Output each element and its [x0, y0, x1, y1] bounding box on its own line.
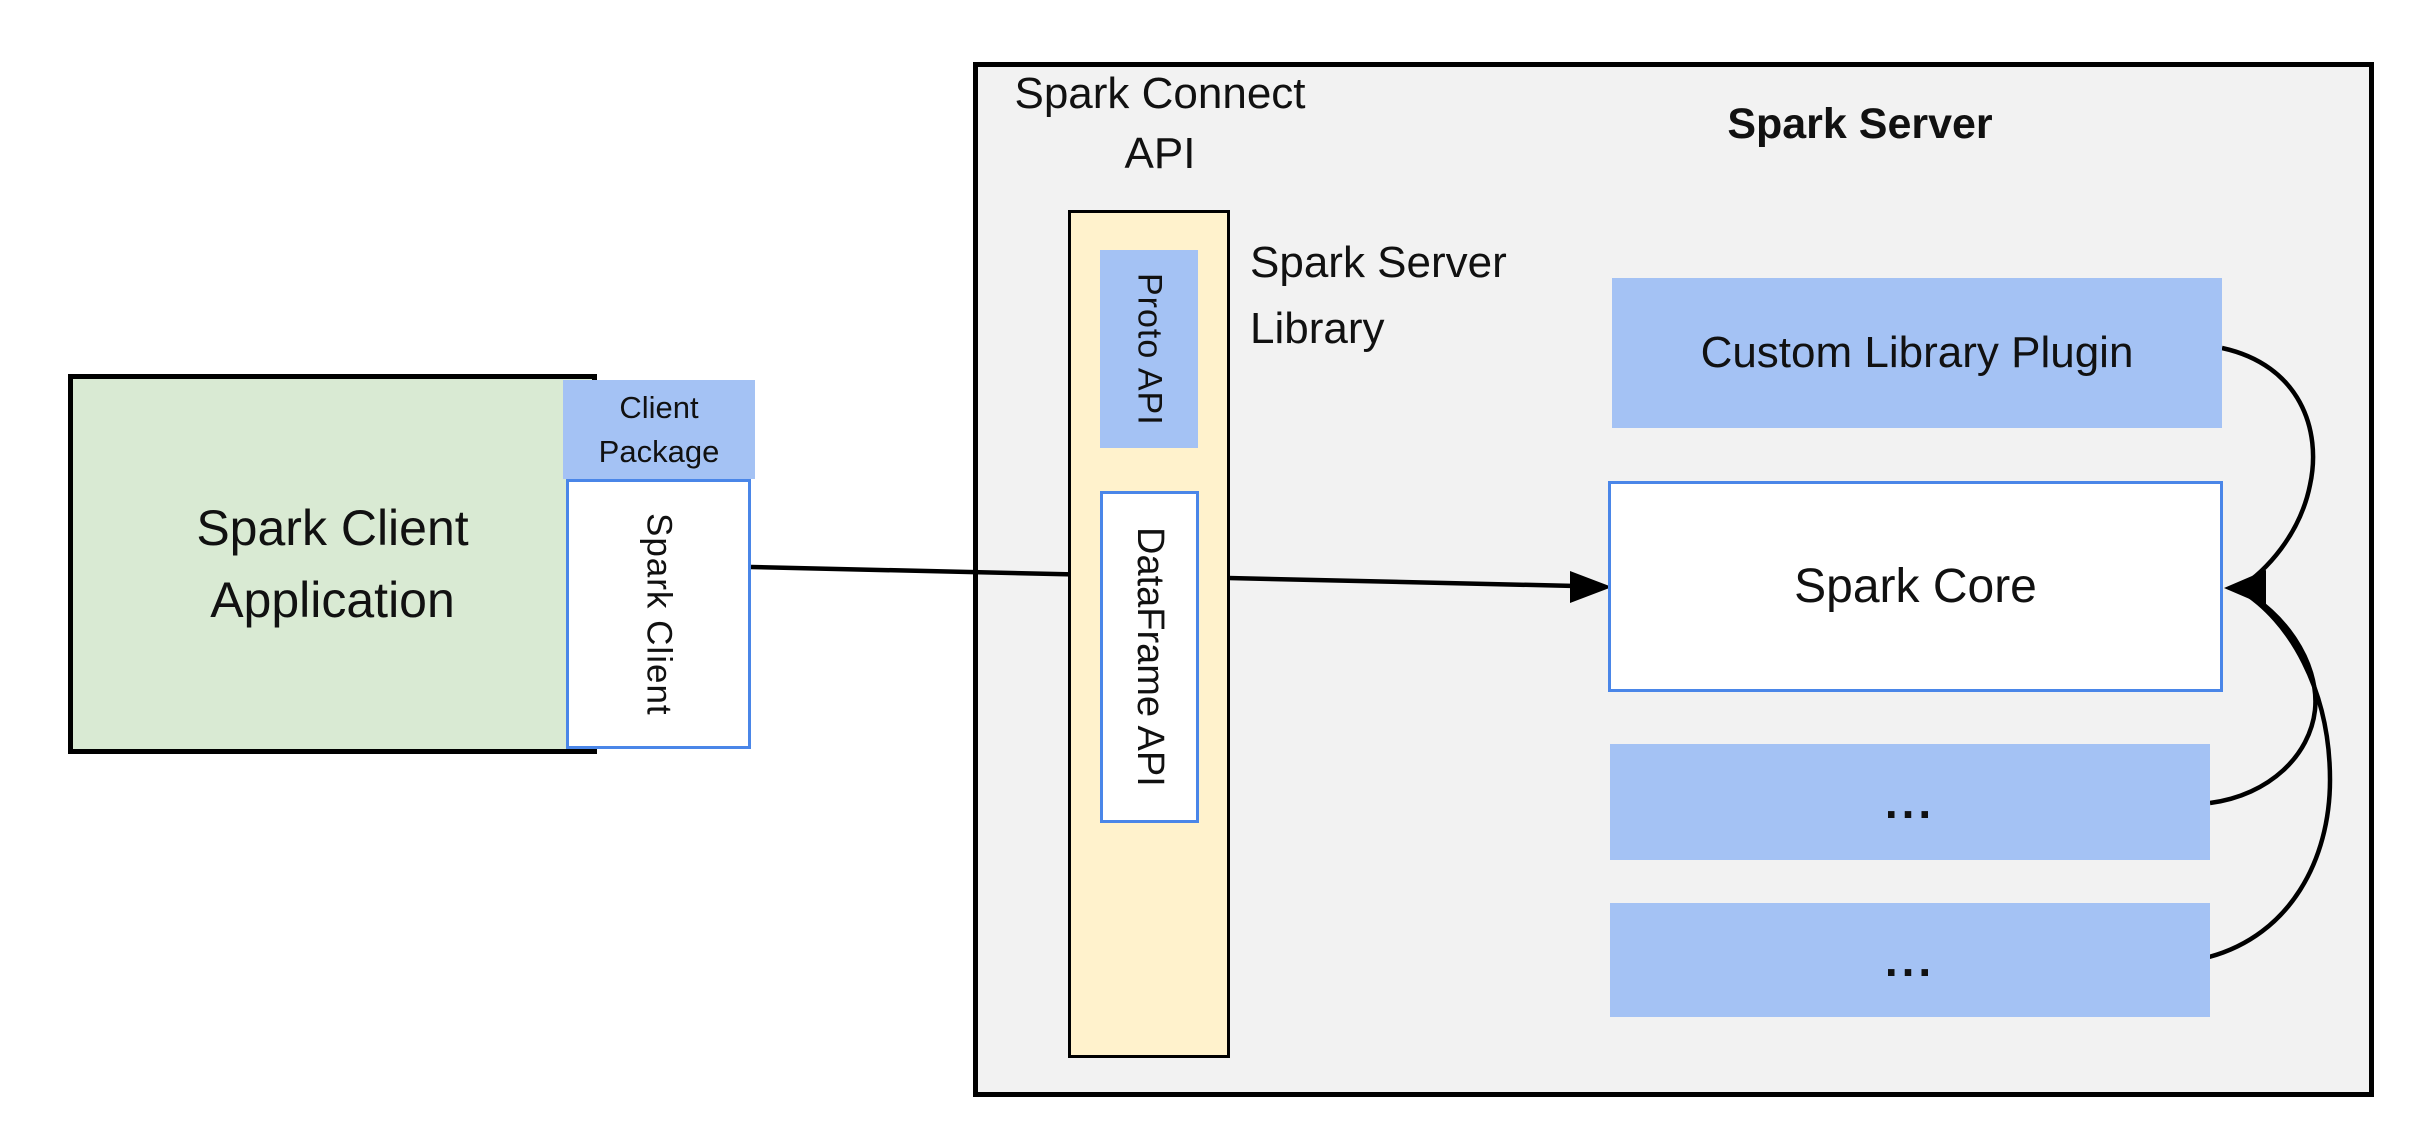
- spark-server-library-label: Spark Server Library: [1250, 238, 1507, 353]
- plugin-to-core-arrow: [2221, 345, 2316, 588]
- spark-server-title: Spark Server: [1727, 100, 1993, 148]
- module1-to-core-arrow: [2209, 589, 2318, 806]
- server-module-placeholder-2: ...: [1610, 903, 2210, 1017]
- proto-api-label: Proto API: [1130, 272, 1169, 426]
- server-module-placeholder-1: ...: [1610, 744, 2210, 860]
- dataframe-api-label: DataFrame API: [1129, 527, 1171, 787]
- spark-client-application-label: Spark Client Application: [196, 500, 469, 628]
- custom-library-plugin-label: Custom Library Plugin: [1700, 328, 2134, 377]
- spark-core-box: Spark Core: [1608, 481, 2223, 692]
- spark-client-application-box: Spark Client Application: [68, 374, 597, 754]
- spark-core-label: Spark Core: [1794, 560, 2037, 613]
- spark-client-label: Spark Client: [639, 512, 679, 716]
- dataframe-api-box: DataFrame API: [1100, 491, 1199, 823]
- to-core-arrowhead: [2224, 570, 2266, 606]
- module2-to-core-arrow: [2208, 588, 2333, 960]
- client-package-box: Client Package: [563, 380, 755, 479]
- custom-library-plugin-box: Custom Library Plugin: [1612, 278, 2222, 428]
- module-2-ellipsis-label: ...: [1884, 934, 1936, 986]
- spark-connect-api-label: Spark Connect API: [1014, 69, 1306, 178]
- client-to-server-arrowhead: [1570, 571, 1612, 603]
- client-package-label: Client Package: [598, 389, 720, 469]
- module-1-ellipsis-label: ...: [1884, 776, 1936, 828]
- spark-client-box: Spark Client: [566, 479, 751, 749]
- proto-api-box: Proto API: [1100, 250, 1198, 448]
